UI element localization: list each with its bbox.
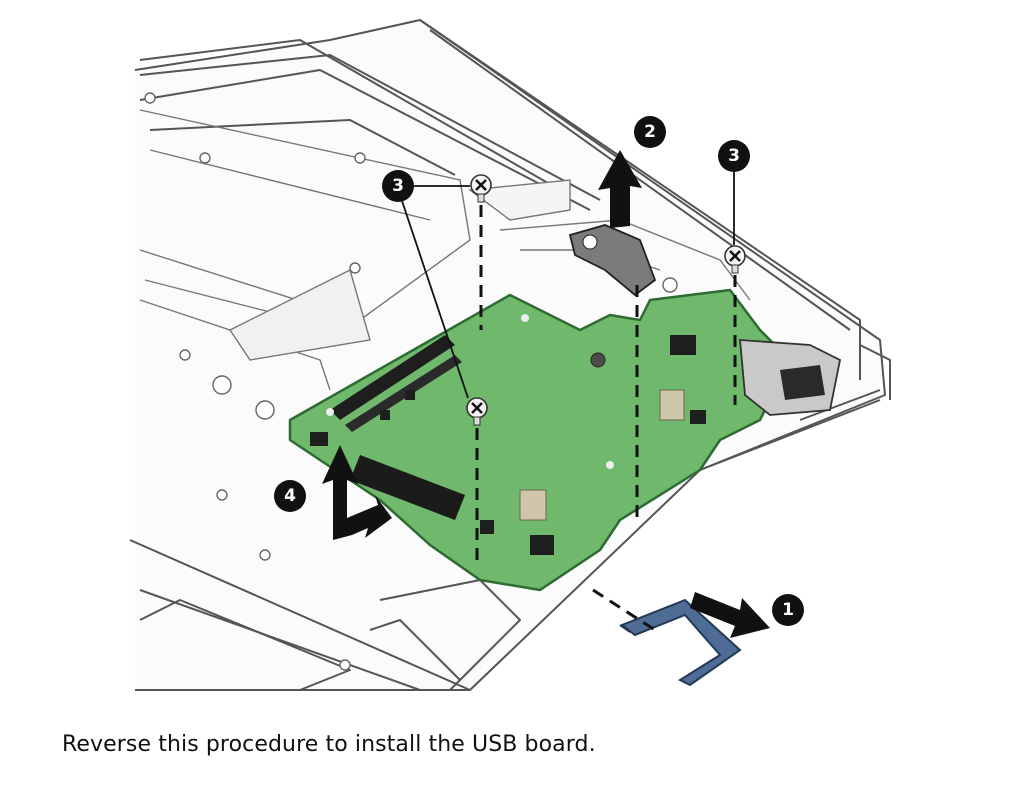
chassis-inner-details — [139, 109, 751, 391]
arrows — [322, 150, 770, 638]
callout-2-label: 2 — [644, 122, 656, 142]
callout-3-left-label: 3 — [392, 176, 404, 196]
arrow-updown-4 — [322, 445, 392, 540]
usb-board-removal-illustration: 1 2 3 3 4 — [129, 19, 891, 691]
screws — [466, 174, 746, 426]
callout-4: 4 — [274, 480, 306, 512]
usb-board — [288, 288, 842, 592]
callout-1: 1 — [772, 594, 804, 626]
usb-port — [739, 339, 842, 416]
board-components — [310, 314, 706, 555]
callout-3-left: 3 — [382, 170, 414, 202]
callout-4-label: 4 — [284, 486, 296, 506]
arrow-up-2 — [598, 150, 642, 228]
screw-top-left — [470, 174, 492, 203]
caption-text: Reverse this procedure to install the US… — [62, 732, 596, 757]
callout-leader-lines — [399, 170, 735, 399]
arrow-right-1 — [690, 592, 770, 638]
screw-middle — [466, 397, 488, 426]
callout-2: 2 — [634, 116, 666, 148]
callout-1-label: 1 — [782, 600, 794, 620]
callout-3-right-label: 3 — [728, 146, 740, 166]
callout-3-right: 3 — [718, 140, 750, 172]
screw-right — [724, 245, 746, 274]
dashed-guide-lines — [475, 205, 737, 632]
